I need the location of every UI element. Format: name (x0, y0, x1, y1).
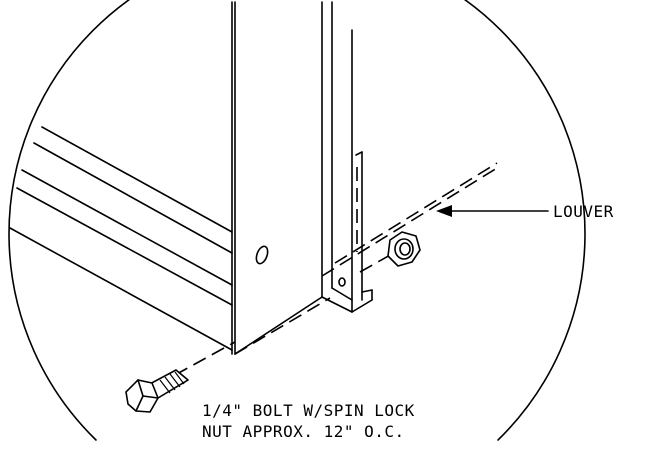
bolt-callout-line2: NUT APPROX. 12" O.C. (202, 422, 405, 441)
panel-hole (255, 245, 269, 265)
louver-dashed-edges (234, 162, 498, 355)
panel-body (9, 1, 236, 355)
bolt-centerline (174, 341, 236, 376)
bolt-callout-line1: 1/4" BOLT W/SPIN LOCK (202, 401, 415, 420)
hex-bolt-icon (125, 369, 189, 413)
frame-channel (234, 1, 373, 355)
channel-hole (338, 277, 346, 287)
spin-lock-nut-icon (387, 231, 421, 267)
louver-leader-arrow (436, 205, 549, 217)
louver-label: LOUVER (553, 202, 614, 221)
detail-circle (8, 0, 586, 441)
nut-centerline (359, 253, 393, 273)
